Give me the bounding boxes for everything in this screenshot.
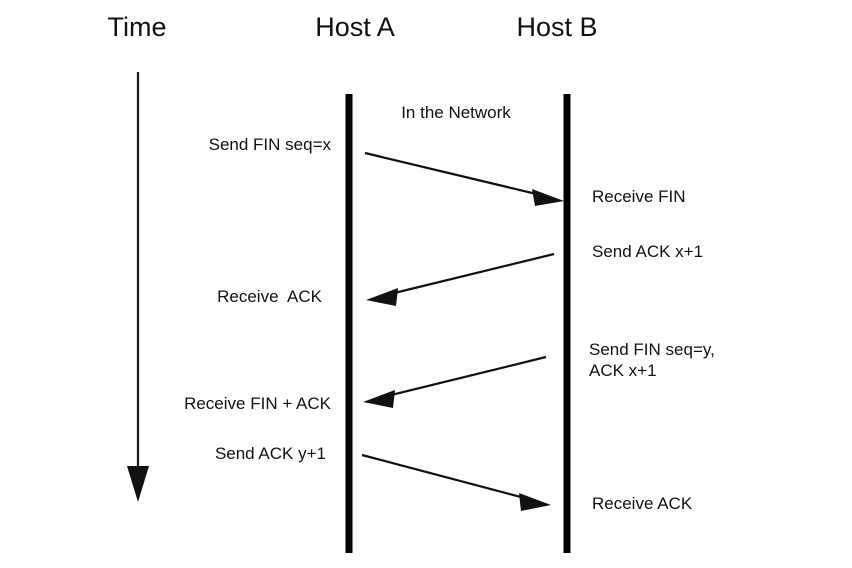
event-label-send-fin-y-line1: Send FIN seq=y, <box>589 340 715 359</box>
host-b-title: Host B <box>516 12 598 42</box>
event-label-send-fin-y-line2: ACK x+1 <box>589 361 657 380</box>
message-arrow-fin-x <box>364 151 564 206</box>
host-a-title: Host A <box>315 12 395 42</box>
message-arrow-ack-x1 <box>366 252 555 306</box>
time-axis-arrow <box>127 72 149 502</box>
event-label-receive-fin: Receive FIN <box>592 187 686 206</box>
event-label-send-ack-y1: Send ACK y+1 <box>214 444 326 463</box>
message-arrow-fin-y-ack <box>363 355 547 408</box>
event-label-receive-ack: Receive ACK <box>217 287 322 306</box>
event-label-receive-fin-ack: Receive FIN + ACK <box>184 394 331 413</box>
time-axis-title: Time <box>107 12 167 42</box>
message-arrow-ack-y1 <box>361 453 551 511</box>
event-label-send-ack-x1: Send ACK x+1 <box>592 242 704 261</box>
in-the-network-label: In the Network <box>401 103 511 122</box>
event-label-send-fin-x: Send FIN seq=x <box>208 135 331 154</box>
event-label-receive-ack-final: Receive ACK <box>592 494 693 513</box>
